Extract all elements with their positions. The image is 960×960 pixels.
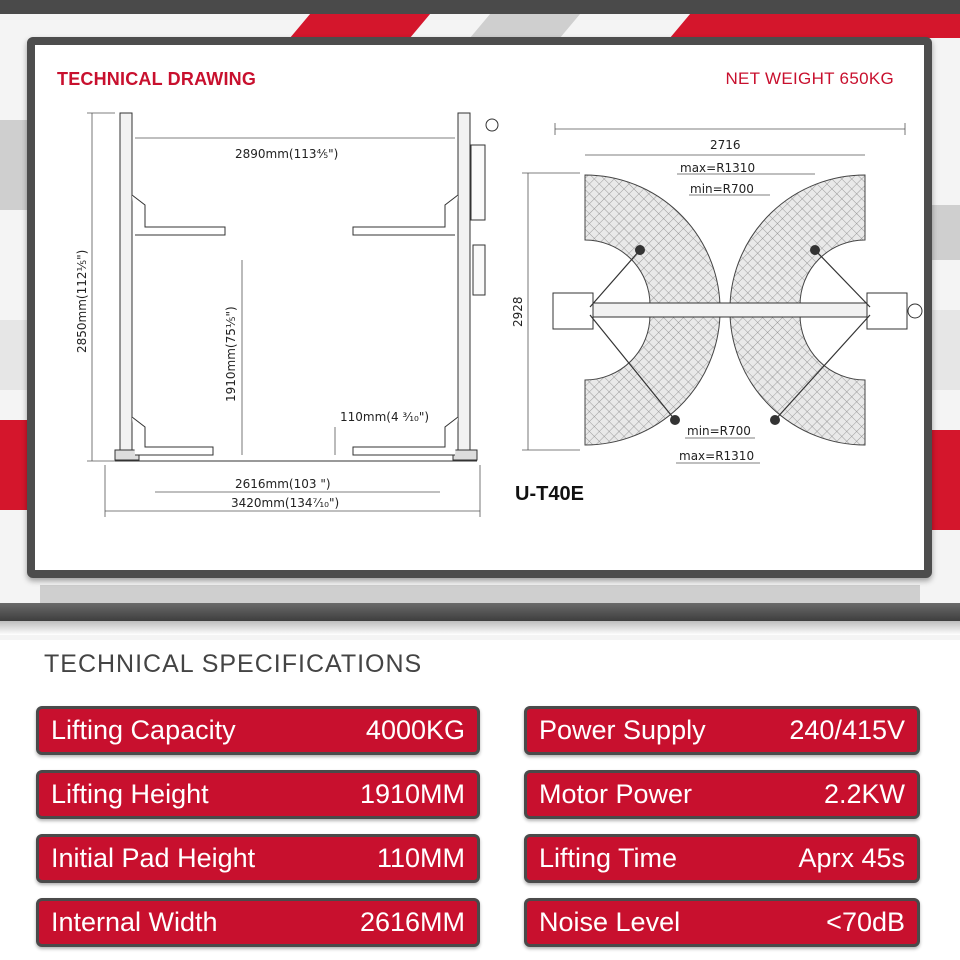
dim-pad-height: 110mm(4 ³⁄₁₀") xyxy=(340,410,429,424)
drawing-title: TECHNICAL DRAWING xyxy=(57,69,257,89)
spec-value: 4000KG xyxy=(365,715,465,745)
spec-value: 1910MM xyxy=(359,779,465,809)
spec-initial-pad-height: Initial Pad Height 110MM xyxy=(36,834,480,883)
dim-overall-height: 2850mm(112⅕") xyxy=(75,250,89,353)
decor-stripe xyxy=(930,430,960,530)
dim-min-radius-bottom: min=R700 xyxy=(687,424,751,438)
right-base xyxy=(452,449,478,461)
specs-heading: TECHNICAL SPECIFICATIONS xyxy=(44,650,423,678)
dim-max-radius-top: max=R1310 xyxy=(680,161,755,175)
spec-value: Aprx 45s xyxy=(798,843,905,873)
front-dimensions xyxy=(87,112,481,517)
right-post-base xyxy=(866,292,908,330)
top-dimensions xyxy=(522,123,906,464)
banner-shadow xyxy=(0,621,960,635)
decor-stripe xyxy=(669,14,960,38)
spec-value: 110MM xyxy=(376,843,465,873)
top-strip xyxy=(0,0,960,14)
spec-label: Power Supply xyxy=(539,715,706,745)
dim-inner-column-width: 2890mm(113⅘") xyxy=(235,147,338,161)
motor-icon xyxy=(907,303,923,319)
decor-stripe xyxy=(930,310,960,390)
dim-lift-height: 1910mm(75⅕") xyxy=(224,306,238,402)
left-lower-arm xyxy=(131,416,214,456)
decor-stripe xyxy=(0,120,30,210)
dim-max-radius-bottom: max=R1310 xyxy=(679,449,754,463)
control-box xyxy=(472,244,486,296)
left-column xyxy=(119,112,133,459)
decor-stripe xyxy=(469,14,581,38)
net-weight: NET WEIGHT 650KG xyxy=(725,69,894,88)
decor-stripe xyxy=(0,320,30,390)
spec-motor-power: Motor Power 2.2KW xyxy=(524,770,920,819)
dim-internal-width: 2616mm(103 ") xyxy=(235,477,331,491)
decor-stripe xyxy=(40,585,920,603)
top-view xyxy=(552,174,923,446)
right-lower-arm xyxy=(352,416,459,456)
spec-value: 240/415V xyxy=(789,715,905,745)
spec-label: Initial Pad Height xyxy=(51,843,256,873)
power-unit xyxy=(470,144,486,221)
spec-value: 2616MM xyxy=(359,907,465,937)
spec-value: <70dB xyxy=(826,907,905,937)
spec-label: Noise Level xyxy=(539,907,681,937)
dim-overall-width: 3420mm(134⁷⁄₁₀") xyxy=(231,496,339,510)
spec-label: Internal Width xyxy=(51,907,218,937)
banner-bottom-bar xyxy=(0,603,960,621)
front-view xyxy=(114,112,499,462)
dim-min-radius-top: min=R700 xyxy=(690,182,754,196)
decor-stripe xyxy=(0,420,30,510)
spec-label: Motor Power xyxy=(539,779,693,809)
decor-stripe xyxy=(930,205,960,260)
pad-icon xyxy=(810,245,820,255)
spec-internal-width: Internal Width 2616MM xyxy=(36,898,480,947)
decor-stripe xyxy=(289,14,431,38)
left-upper-arm xyxy=(131,194,226,236)
spec-noise-level: Noise Level <70dB xyxy=(524,898,920,947)
model-label: U-T40E xyxy=(515,483,584,505)
spec-value: 2.2KW xyxy=(823,779,905,809)
spec-label: Lifting Capacity xyxy=(51,715,236,745)
pad-icon xyxy=(635,245,645,255)
right-column xyxy=(457,112,471,459)
spec-label: Lifting Time xyxy=(539,843,678,873)
spec-power-supply: Power Supply 240/415V xyxy=(524,706,920,755)
spec-lifting-capacity: Lifting Capacity 4000KG xyxy=(36,706,480,755)
spec-label: Lifting Height xyxy=(51,779,209,809)
pad-icon xyxy=(770,415,780,425)
lift-drawing: 2890mm(113⅘") 2850mm(112⅕") 1910mm(75⅕")… xyxy=(75,112,923,517)
motor-icon xyxy=(485,118,499,132)
right-upper-arm xyxy=(352,194,459,236)
spec-lifting-height: Lifting Height 1910MM xyxy=(36,770,480,819)
left-post-base xyxy=(552,292,594,330)
spec-lifting-time: Lifting Time Aprx 45s xyxy=(524,834,920,883)
technical-drawing-card: TECHNICAL DRAWING NET WEIGHT 650KG xyxy=(27,37,932,578)
dim-top-width: 2716 xyxy=(710,138,741,152)
pad-icon xyxy=(670,415,680,425)
dim-top-depth: 2928 xyxy=(511,296,525,327)
